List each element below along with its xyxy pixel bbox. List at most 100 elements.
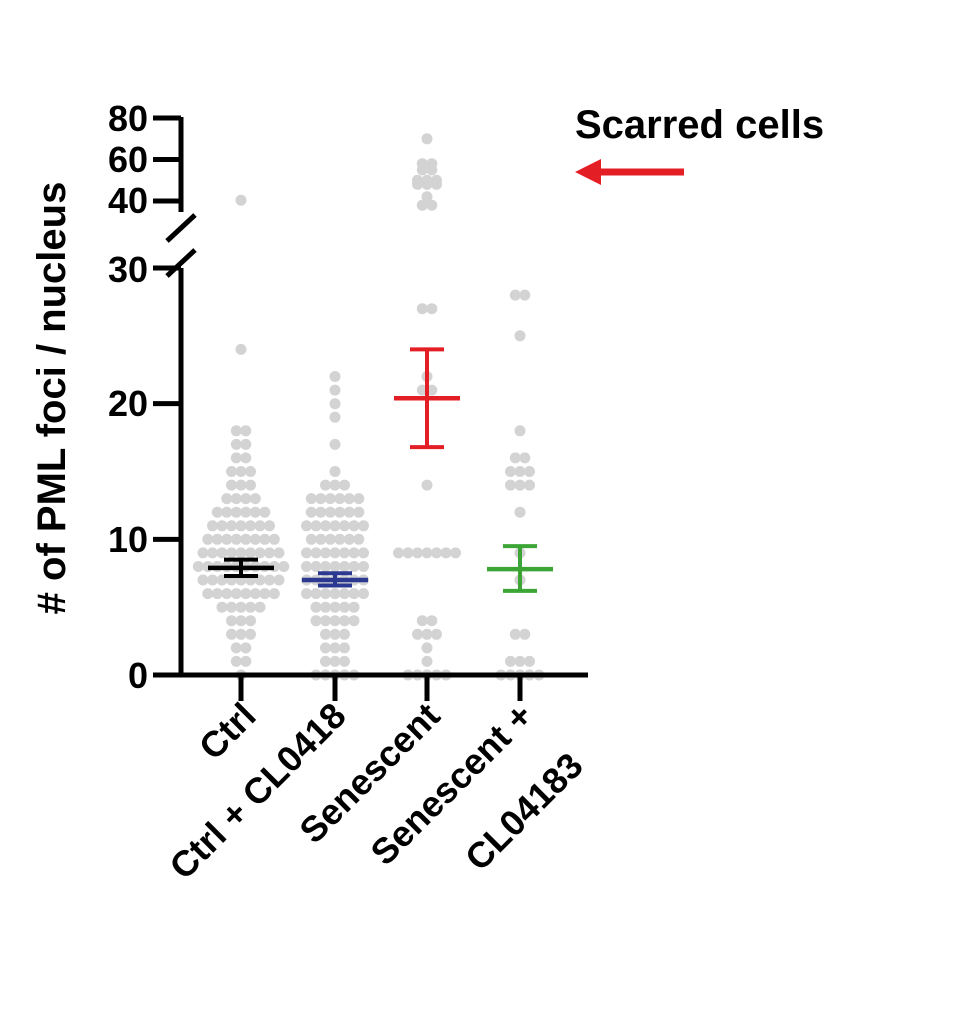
data-point bbox=[226, 615, 237, 627]
data-point bbox=[226, 479, 237, 491]
data-point bbox=[264, 520, 275, 532]
data-point bbox=[207, 547, 218, 559]
y-tick-label-10: 10 bbox=[108, 519, 148, 560]
data-point bbox=[329, 615, 341, 627]
data-point bbox=[230, 655, 242, 667]
data-point bbox=[226, 628, 237, 640]
tick-marks bbox=[153, 115, 523, 701]
data-point bbox=[348, 561, 360, 572]
data-point bbox=[310, 561, 322, 572]
data-point bbox=[235, 547, 247, 559]
data-point bbox=[259, 506, 271, 518]
data-point bbox=[320, 642, 331, 654]
data-point bbox=[329, 642, 341, 654]
data-point bbox=[310, 520, 322, 532]
data-point bbox=[320, 479, 331, 491]
data-point bbox=[235, 615, 247, 627]
data-point bbox=[301, 520, 312, 532]
data-point bbox=[226, 547, 237, 559]
data-point bbox=[421, 628, 433, 640]
data-point bbox=[320, 601, 331, 613]
data-point bbox=[230, 493, 242, 505]
data-point bbox=[348, 520, 360, 532]
data-point bbox=[431, 628, 442, 640]
data-point bbox=[440, 547, 452, 559]
data-point bbox=[301, 547, 312, 559]
data-point bbox=[431, 174, 442, 186]
data-point bbox=[230, 452, 242, 464]
data-point bbox=[202, 588, 214, 600]
data-point bbox=[211, 588, 223, 600]
data-point bbox=[249, 588, 261, 600]
data-point bbox=[226, 520, 237, 532]
data-point bbox=[235, 194, 247, 206]
data-point bbox=[315, 533, 327, 545]
data-point bbox=[416, 615, 428, 627]
data-point bbox=[421, 547, 433, 559]
x-category-labels: Ctrl Ctrl + CL0418 Senescent Senescent +… bbox=[161, 695, 590, 887]
data-point bbox=[348, 601, 360, 613]
data-point bbox=[221, 533, 233, 545]
data-point bbox=[358, 588, 369, 600]
y-tick-label-20: 20 bbox=[108, 383, 148, 424]
data-point bbox=[416, 303, 428, 315]
data-point bbox=[339, 588, 350, 600]
data-point bbox=[329, 655, 341, 667]
data-points bbox=[192, 133, 545, 681]
data-point bbox=[514, 466, 526, 477]
data-point bbox=[358, 547, 369, 559]
data-point bbox=[264, 574, 275, 586]
data-point bbox=[264, 547, 275, 559]
data-point bbox=[329, 398, 341, 410]
data-point bbox=[230, 438, 242, 450]
data-point bbox=[324, 506, 336, 518]
data-point bbox=[211, 533, 223, 545]
data-point bbox=[245, 466, 256, 477]
y-axis-title: # of PML foci / nucleus bbox=[30, 182, 74, 615]
data-point bbox=[221, 493, 233, 505]
data-point bbox=[514, 425, 526, 437]
data-point bbox=[240, 493, 252, 505]
mean-sem-bars bbox=[208, 347, 553, 593]
data-point bbox=[509, 628, 521, 640]
data-point bbox=[519, 452, 531, 464]
data-point bbox=[329, 628, 341, 640]
data-point bbox=[259, 533, 271, 545]
data-point bbox=[412, 174, 423, 186]
data-point bbox=[334, 506, 346, 518]
data-point bbox=[226, 601, 237, 613]
y-tick-label-60: 60 bbox=[108, 139, 148, 180]
data-point bbox=[339, 479, 350, 491]
data-point bbox=[348, 588, 360, 600]
data-point bbox=[310, 601, 322, 613]
data-point bbox=[329, 384, 341, 396]
data-point bbox=[235, 520, 247, 532]
data-point bbox=[412, 547, 423, 559]
data-point bbox=[426, 158, 438, 170]
data-point bbox=[320, 628, 331, 640]
data-point bbox=[329, 466, 341, 477]
data-point bbox=[320, 655, 331, 667]
data-point bbox=[226, 466, 237, 477]
data-point bbox=[235, 343, 247, 355]
data-point bbox=[358, 561, 369, 572]
data-point bbox=[192, 561, 204, 572]
data-point bbox=[519, 289, 531, 301]
data-point bbox=[240, 655, 252, 667]
data-point bbox=[268, 533, 280, 545]
data-point bbox=[197, 574, 209, 586]
data-point bbox=[421, 174, 433, 186]
data-point bbox=[505, 479, 516, 491]
data-point bbox=[339, 628, 350, 640]
data-point bbox=[230, 533, 242, 545]
data-point bbox=[216, 547, 228, 559]
annotation-text: Scarred cells bbox=[575, 103, 824, 147]
data-point bbox=[524, 655, 535, 667]
data-point bbox=[421, 191, 433, 203]
data-point bbox=[245, 601, 256, 613]
data-point bbox=[334, 533, 346, 545]
data-point bbox=[249, 506, 261, 518]
data-point bbox=[230, 506, 242, 518]
data-point bbox=[514, 479, 526, 491]
data-point bbox=[240, 588, 252, 600]
